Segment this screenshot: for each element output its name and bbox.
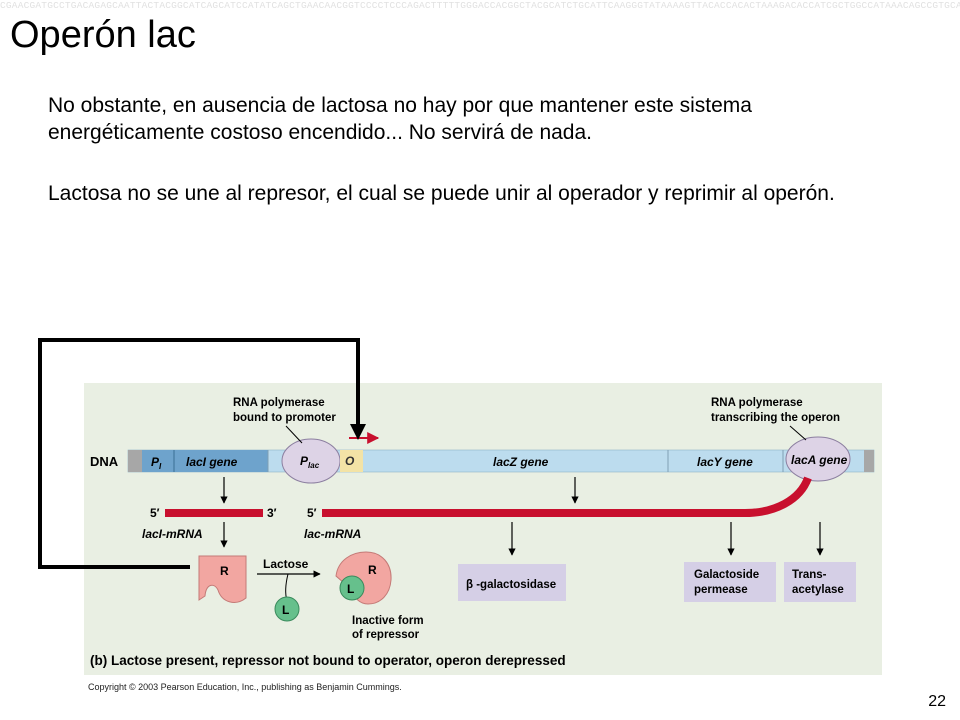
figure-caption: (b) Lactose present, repressor not bound… <box>90 653 566 668</box>
inactive-repressor-label-line2: of repressor <box>352 629 420 641</box>
copyright-notice: Copyright © 2003 Pearson Education, Inc.… <box>88 682 402 692</box>
rnap-promoter-leader <box>285 425 303 444</box>
permease-box <box>684 562 776 602</box>
repressor-protein <box>198 555 247 603</box>
inactive-repressor-label-line1: Inactive form <box>352 615 424 627</box>
laci-mrna-3prime: 3′ <box>267 506 277 520</box>
dna-flank-left <box>128 450 142 472</box>
transacetylase-label-line1: Trans- <box>792 569 827 581</box>
beta-galactosidase-label: β -galactosidase <box>466 579 556 591</box>
laci-mrna-5prime: 5′ <box>150 506 160 520</box>
lacz-gene-label: lacZ gene <box>493 455 549 469</box>
bound-lactose-letter: L <box>347 582 354 596</box>
body-paragraph-1: No obstante, en ausencia de lactosa no h… <box>48 94 752 144</box>
page-number: 22 <box>928 693 946 710</box>
laci-mrna-label: lacI-mRNA <box>142 527 203 541</box>
permease-label-line2: permease <box>694 584 748 596</box>
bound-lactose-molecule <box>339 575 365 601</box>
lac-mrna-label: lac-mRNA <box>304 527 361 541</box>
dna-label: DNA <box>90 454 119 469</box>
lactose-molecule <box>274 596 300 622</box>
rnap-promoter-label-line1: RNA polymerase <box>233 397 325 409</box>
lac-mrna-5prime: 5′ <box>307 506 317 520</box>
rnap-promoter-label-line2: bound to promoter <box>233 412 336 424</box>
plac-label: Plac <box>300 454 320 470</box>
laci-mrna-strand <box>165 509 263 517</box>
rnap-transcribing-leader <box>789 425 807 441</box>
body-paragraph-2: Lactosa no se une al represor, el cual s… <box>48 182 835 205</box>
inactive-repressor-protein <box>335 551 392 605</box>
annotation-arrowhead <box>350 424 366 440</box>
pi-label: PI <box>151 455 162 471</box>
lactose-label: Lactose <box>263 557 309 571</box>
transacetylase-box <box>784 562 856 602</box>
annotation-connector-line <box>38 338 360 569</box>
permease-label-line1: Galactoside <box>694 569 759 581</box>
rna-polymerase-transcribing <box>785 436 851 482</box>
rnap-transcribing-label-line2: transcribing the operon <box>711 412 840 424</box>
rnap-transcribing-label-line1: RNA polymerase <box>711 397 803 409</box>
repressor-letter: R <box>220 564 229 578</box>
slide-title: Operón lac <box>10 14 196 56</box>
operator-region <box>340 450 363 472</box>
transacetylase-label-line2: acetylase <box>792 584 844 596</box>
operator-label: O <box>345 454 355 468</box>
lac-mrna-strand <box>322 476 812 517</box>
lacy-gene-label: lacY gene <box>697 455 753 469</box>
beta-galactosidase-box <box>458 564 566 601</box>
inactive-repressor-letter: R <box>368 563 377 577</box>
lactose-letter: L <box>282 603 289 617</box>
laci-gene-label: lacI gene <box>186 455 238 469</box>
laca-gene-label: lacA gene <box>791 453 848 467</box>
dna-flank-right <box>864 450 874 472</box>
figure-panel <box>84 383 882 675</box>
